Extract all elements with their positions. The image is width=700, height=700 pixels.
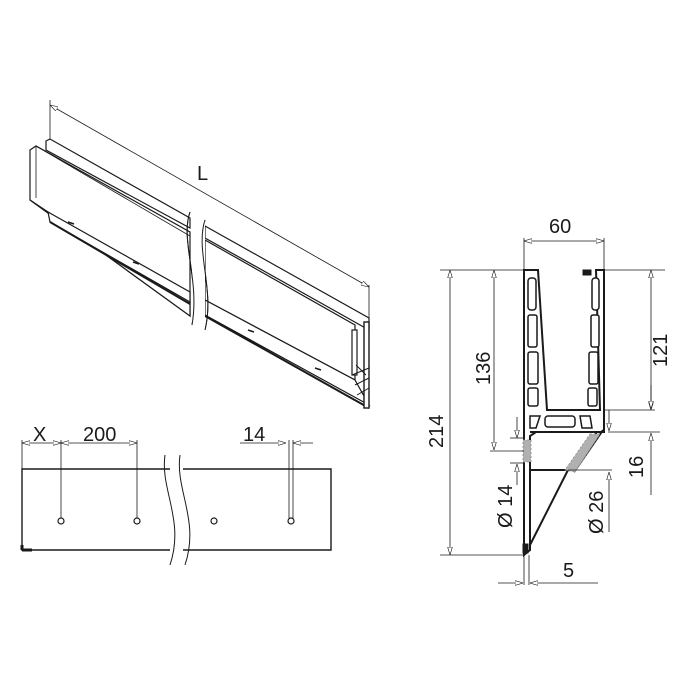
large-hole-label: Ø 26: [586, 491, 608, 534]
profile-body-left: [29, 138, 191, 318]
hole-2: [133, 517, 141, 525]
hole-1: [57, 517, 65, 525]
hole-3: [210, 517, 218, 525]
channel-depth-label: 136: [473, 352, 495, 385]
profile-body-right: [204, 224, 371, 409]
width-label: 60: [549, 216, 571, 238]
hole-hatches: [522, 433, 601, 473]
total-height-label: 214: [426, 415, 448, 448]
plan-view: X 200 14: [20, 424, 332, 566]
plate-outline: [20, 454, 332, 566]
isometric-view: L: [29, 100, 371, 409]
section-view: 60 214 136 121 16 Ø 14 Ø 26 5: [426, 216, 672, 585]
edge-offset-label: X: [33, 424, 46, 446]
mounting-holes: [57, 517, 295, 525]
wall-thickness-label: 5: [563, 560, 574, 582]
hole-4: [287, 517, 295, 525]
length-label: L: [197, 163, 208, 185]
hole-spacing-label: 200: [83, 424, 116, 446]
bolt-offset-label: 16: [626, 456, 648, 478]
plan-dimensions: [21, 440, 313, 520]
small-hole-label: Ø 14: [495, 485, 517, 528]
break-symbol: [186, 211, 209, 331]
section-dimensions: [440, 238, 665, 585]
inner-height-label: 121: [650, 334, 672, 367]
hole-diameter-label: 14: [243, 424, 265, 446]
